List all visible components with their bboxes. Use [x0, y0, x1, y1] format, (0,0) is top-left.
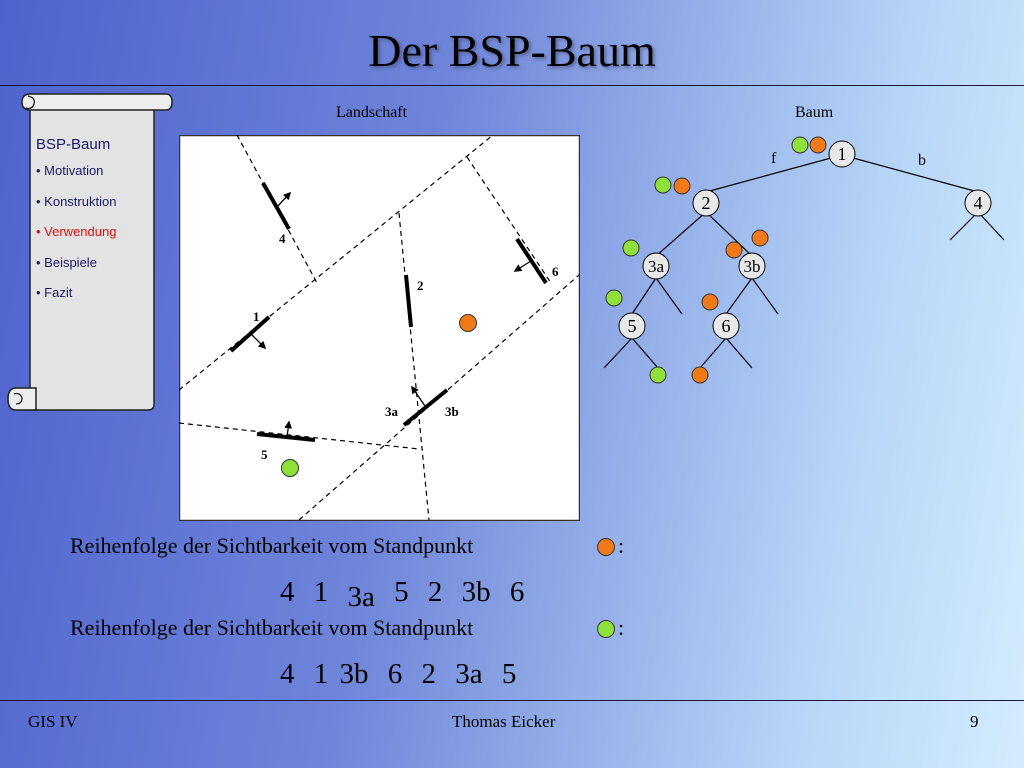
split-line-1	[179, 135, 494, 391]
nav-item-fazit[interactable]: • Fazit	[36, 285, 73, 300]
tree-node-2: 2	[702, 193, 711, 213]
split-line-5	[179, 422, 420, 450]
slide-title: Der BSP-Baum	[368, 25, 656, 76]
order-item: 2	[421, 658, 437, 690]
orange-viewpoint-dot	[597, 538, 615, 556]
landscape-label: Landschaft	[336, 104, 408, 121]
title-divider	[0, 85, 1024, 86]
order-item: 3b	[339, 658, 369, 690]
nav-item-beispiele[interactable]: • Beispiele	[36, 254, 97, 270]
tree-node-3b-circle	[738, 252, 766, 280]
sequence-caption-orange: Reihenfolge der Sichtbarkeit vom Standpu…	[70, 533, 474, 558]
tree-orange-marker	[809, 136, 827, 154]
order-item: 3a	[347, 581, 375, 613]
tree-node-2-circle	[692, 189, 720, 217]
segment-label-5: 5	[261, 447, 268, 462]
order-item: 5	[394, 576, 409, 608]
order-item: 3b	[461, 576, 491, 608]
segment-label-4: 4	[279, 231, 286, 246]
order-item: 2	[427, 576, 443, 608]
tree-orange-marker	[691, 366, 709, 384]
edge-label-front: f	[771, 150, 777, 167]
segment-label-6: 6	[552, 264, 559, 279]
order-item: 1	[313, 658, 329, 690]
sequence-caption-green: Reihenfolge der Sichtbarkeit vom Standpu…	[70, 615, 474, 640]
landscape-segment-labels: 4 6 2 1 3a 3b 5	[253, 231, 559, 462]
tree-green-marker	[654, 176, 672, 194]
tree-node-6-circle	[712, 312, 740, 340]
tree-label: Baum	[795, 104, 834, 121]
sequence-order-green: 4 1 3b 6 2 3a 5	[280, 658, 528, 691]
wall-segment-1	[229, 315, 271, 353]
landscape-diagram: 4 6 2 1 3a 3b 5	[179, 135, 580, 521]
footer-page-number: 9	[970, 712, 979, 731]
order-item: 1	[313, 576, 329, 608]
order-item: 4	[280, 576, 295, 608]
nav-item-motivation[interactable]: • Motivation	[36, 163, 104, 178]
wall-segment-6	[515, 237, 548, 285]
tree-green-marker	[622, 239, 640, 257]
order-item: 6	[509, 576, 525, 608]
tree-node-1-circle	[828, 140, 856, 168]
nav-item-konstruktion[interactable]: • Konstruktion	[36, 193, 117, 209]
edge-label-back: b	[918, 152, 926, 169]
sidebar-nav: BSP-Baum • Motivation • Konstruktion • V…	[36, 136, 146, 316]
segment-label-3b: 3b	[445, 404, 459, 419]
order-item: 5	[501, 658, 517, 690]
wall-segment-4	[261, 182, 291, 230]
tree-green-marker	[791, 136, 809, 154]
nav-item-verwendung[interactable]: • Verwendung	[36, 224, 117, 239]
tree-orange-marker	[725, 241, 743, 259]
tree-orange-marker	[701, 293, 719, 311]
sequence-colon-green: :	[618, 615, 625, 640]
footer-author: Thomas Eicker	[452, 712, 556, 731]
tree-node-1: 1	[838, 144, 847, 164]
split-line-2	[398, 212, 430, 521]
sequence-colon-orange: :	[618, 533, 625, 558]
tree-orange-marker	[751, 229, 769, 247]
footer-course: GIS IV	[28, 712, 78, 731]
wall-segment-3	[402, 388, 449, 427]
footer-divider	[0, 700, 1024, 701]
bsp-tree-diagram: f b 1 2 4 3a 3b 5 6	[603, 136, 1005, 384]
order-item: 3a	[455, 658, 483, 690]
nav-heading: BSP-Baum	[36, 136, 111, 153]
tree-orange-marker	[673, 177, 691, 195]
tree-node-5: 5	[628, 316, 637, 336]
wall-segment-5	[256, 432, 316, 442]
scroll-sidebar	[7, 93, 173, 411]
order-item: 4	[280, 658, 295, 690]
split-line-6	[466, 156, 552, 284]
orange-viewpoint	[459, 314, 477, 332]
segment-label-1: 1	[253, 309, 260, 324]
green-viewpoint-dot	[597, 620, 615, 638]
tree-green-marker	[649, 366, 667, 384]
sequence-order-orange: 4 1 3a 5 2 3b 6	[280, 576, 536, 613]
order-item: 6	[387, 658, 403, 690]
tree-node-6: 6	[722, 316, 731, 336]
tree-node-4: 4	[974, 193, 983, 213]
tree-node-3a: 3a	[648, 257, 665, 276]
tree-green-marker	[605, 289, 623, 307]
tree-node-3a-circle	[642, 252, 670, 280]
tree-node-5-circle	[618, 312, 646, 340]
tree-node-4-circle	[964, 189, 992, 217]
segment-label-3a: 3a	[385, 404, 399, 419]
split-line-3	[298, 274, 580, 521]
green-viewpoint	[281, 459, 299, 477]
tree-node-3b: 3b	[744, 257, 761, 276]
wall-segment-2	[404, 274, 413, 328]
segment-label-2: 2	[417, 278, 424, 293]
